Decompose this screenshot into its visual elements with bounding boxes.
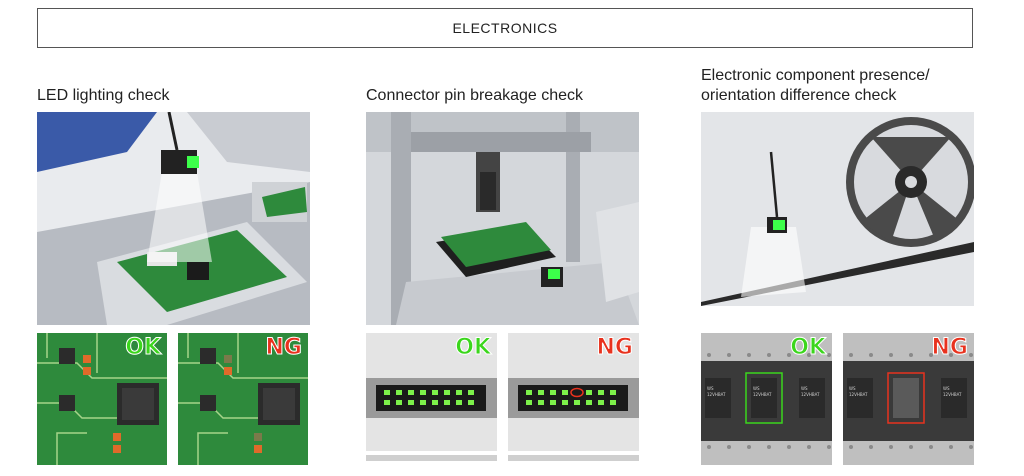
connector-check-scene-image: [366, 112, 639, 325]
chip-label: WS: [753, 386, 760, 391]
connector-ng-strip: [508, 455, 639, 461]
column-title-component: Electronic component presence/ orientati…: [701, 66, 930, 106]
ng-badge: NG: [931, 335, 968, 360]
led-check-scene-image: [37, 112, 310, 325]
led-ok-thumbnail: OK: [37, 333, 167, 465]
connector-ok-thumbnail: OK: [366, 333, 497, 451]
ng-badge: NG: [265, 335, 302, 360]
chip-label: WS: [707, 386, 714, 391]
ok-badge: OK: [790, 335, 827, 360]
column-title-component-line-1: Electronic component presence/: [701, 67, 930, 84]
chip-label: 12VHBAT: [849, 392, 868, 397]
connector-ng-thumbnail: NG: [508, 333, 639, 451]
chip-label: WS: [849, 386, 856, 391]
ng-badge: NG: [596, 335, 633, 360]
connector-ok-strip: [366, 455, 497, 461]
column-title-led-line: LED lighting check: [37, 87, 170, 104]
chip-label: 12VHBAT: [707, 392, 726, 397]
led-ng-thumbnail: NG: [178, 333, 308, 465]
column-title-connector: Connector pin breakage check: [366, 86, 583, 106]
section-header: ELECTRONICS: [37, 8, 973, 48]
column-title-led: LED lighting check: [37, 86, 170, 106]
column-title-component-line-2: orientation difference check: [701, 87, 897, 104]
chip-label: 12VHBAT: [943, 392, 962, 397]
ok-badge: OK: [125, 335, 162, 360]
chip-label: WS: [943, 386, 950, 391]
column-title-connector-line: Connector pin breakage check: [366, 87, 584, 104]
chip-label: WS: [801, 386, 808, 391]
ok-badge: OK: [455, 335, 492, 360]
section-title: ELECTRONICS: [452, 20, 558, 36]
component-check-scene-image: [701, 112, 974, 306]
chip-label: 12VHBAT: [801, 392, 820, 397]
chip-label: 12VHBAT: [753, 392, 772, 397]
